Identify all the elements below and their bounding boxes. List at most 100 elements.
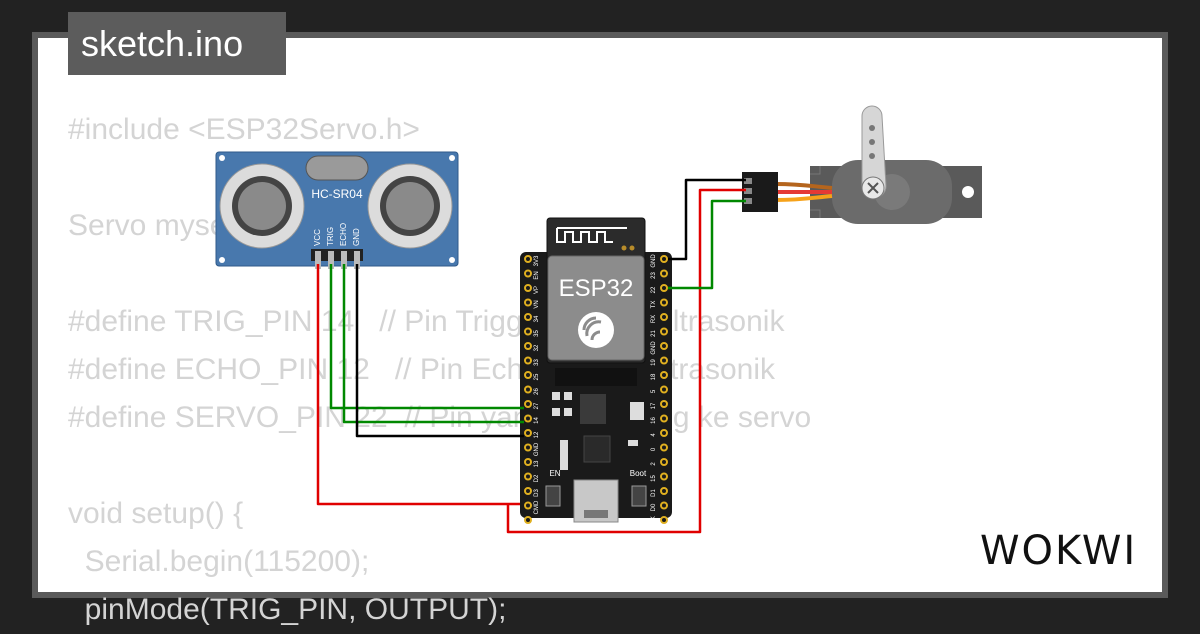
right-pin-d1[interactable] <box>660 487 668 495</box>
wokwi-logo: WOKWI <box>980 528 1137 574</box>
right-pin-label: D1 <box>651 489 657 497</box>
esp32-board[interactable]: ESP32 EN Boot 3V3ENVPVN34353233252627141… <box>520 217 672 528</box>
left-pin-3v3[interactable] <box>524 255 532 263</box>
right-pin-0[interactable] <box>660 443 668 452</box>
sensor-name: HC-SR04 <box>311 187 363 201</box>
wires <box>316 178 746 534</box>
left-pin-26[interactable] <box>524 385 532 394</box>
servo-pin[interactable] <box>744 178 752 184</box>
mount-hole <box>449 257 455 263</box>
left-pin-header: 3V3ENVPVN343532332526271412GND13D2D3CMD5… <box>524 255 540 526</box>
right-pin-16[interactable] <box>660 414 668 423</box>
right-pin-label: 18 <box>651 373 657 380</box>
left-pin-32[interactable] <box>524 342 532 350</box>
wokwi-logo-text: WOKWI <box>980 528 1137 574</box>
file-tab[interactable]: sketch.ino <box>68 12 286 75</box>
left-pin-label: 34 <box>534 315 540 322</box>
wire-vcc[interactable] <box>316 264 520 506</box>
right-pin-d0[interactable] <box>660 501 668 510</box>
sensor-pin[interactable] <box>315 251 321 269</box>
right-pin-label: 15 <box>651 475 657 482</box>
right-pin-clk[interactable] <box>660 516 668 524</box>
right-pin-label: 0 <box>651 447 657 451</box>
wire-servo-gnd[interactable] <box>668 178 746 261</box>
right-pin-gnd[interactable] <box>660 342 668 350</box>
wire-gnd[interactable] <box>355 264 524 438</box>
smd-component <box>630 402 644 420</box>
right-pin-4[interactable] <box>660 429 668 437</box>
right-pin-gnd[interactable] <box>660 255 668 263</box>
transducer-left <box>219 163 305 249</box>
right-pin-21[interactable] <box>660 327 668 336</box>
ultrasonic-sensor[interactable]: HC-SR04 VCC TRIG ECHO GND <box>215 151 459 269</box>
file-tab-label: sketch.ino <box>81 23 244 64</box>
wire-servo-signal[interactable] <box>668 199 746 290</box>
left-pin-14[interactable] <box>524 414 532 423</box>
sensor-pin[interactable] <box>328 251 334 269</box>
left-pin-label: D2 <box>534 474 540 482</box>
left-pin-label: CMD <box>534 500 540 514</box>
right-pin-17[interactable] <box>660 400 668 408</box>
servo-pin[interactable] <box>744 198 752 204</box>
crystal <box>305 155 369 181</box>
left-pin-27[interactable] <box>524 400 532 408</box>
en-label: EN <box>549 469 560 478</box>
module-pad <box>629 245 635 251</box>
sensor-pin[interactable] <box>354 251 360 269</box>
horn-hole <box>869 153 875 159</box>
left-pin-d3[interactable] <box>524 487 532 495</box>
left-pin-label: D3 <box>534 489 540 497</box>
code-line: #include <ESP32Servo.h> <box>68 113 420 146</box>
left-pin-33[interactable] <box>524 356 532 365</box>
right-pin-15[interactable] <box>660 472 668 481</box>
right-pin-19[interactable] <box>660 356 668 365</box>
en-button[interactable] <box>545 485 561 507</box>
sensor-pin-label: VCC <box>313 229 322 246</box>
wire-echo[interactable] <box>342 264 524 424</box>
servo-motor[interactable] <box>742 105 982 224</box>
right-pin-label: GND <box>651 254 657 268</box>
left-pin-gnd[interactable] <box>524 443 532 452</box>
servo-pin[interactable] <box>744 188 752 194</box>
espressif-logo-icon <box>578 312 614 348</box>
servo-bracket <box>810 166 821 218</box>
right-pin-rx[interactable] <box>660 313 668 321</box>
left-pin-label: VN <box>534 300 540 308</box>
left-pin-13[interactable] <box>524 458 532 466</box>
right-pin-23[interactable] <box>660 269 668 278</box>
left-pin-label: 5V <box>534 518 540 525</box>
boot-label: Boot <box>630 469 647 478</box>
smd-component <box>552 392 560 400</box>
left-pin-label: 12 <box>534 431 540 438</box>
left-pin-label: VP <box>534 286 540 294</box>
left-pin-vn[interactable] <box>524 298 532 307</box>
horn-hole <box>869 139 875 145</box>
left-pin-d2[interactable] <box>524 472 532 481</box>
code-line: #define TRIG_PIN 14 // Pin Trigger senso… <box>68 305 785 338</box>
left-pin-12[interactable] <box>524 429 532 437</box>
left-pin-5v[interactable] <box>524 516 532 524</box>
left-pin-25[interactable] <box>524 371 532 379</box>
right-pin-18[interactable] <box>660 371 668 379</box>
left-pin-en[interactable] <box>524 269 532 278</box>
servo-mount-hole <box>962 186 974 198</box>
usb-slot <box>584 510 608 518</box>
wire-trig[interactable] <box>329 264 524 410</box>
right-pin-tx[interactable] <box>660 298 668 307</box>
right-pin-5[interactable] <box>660 385 668 394</box>
right-pin-2[interactable] <box>660 458 668 466</box>
left-pin-cmd[interactable] <box>524 501 532 510</box>
left-pin-label: GND <box>534 442 540 456</box>
left-pin-label: 13 <box>534 460 540 467</box>
left-pin-34[interactable] <box>524 313 532 321</box>
boot-button[interactable] <box>631 485 647 507</box>
sensor-pin[interactable] <box>341 251 347 269</box>
right-pin-label: RX <box>651 315 657 323</box>
right-pin-22[interactable] <box>660 284 668 292</box>
shaft-screw-icon <box>867 182 879 194</box>
left-pin-35[interactable] <box>524 327 532 336</box>
left-pin-vp[interactable] <box>524 284 532 292</box>
wire-servo-power[interactable] <box>506 188 746 534</box>
